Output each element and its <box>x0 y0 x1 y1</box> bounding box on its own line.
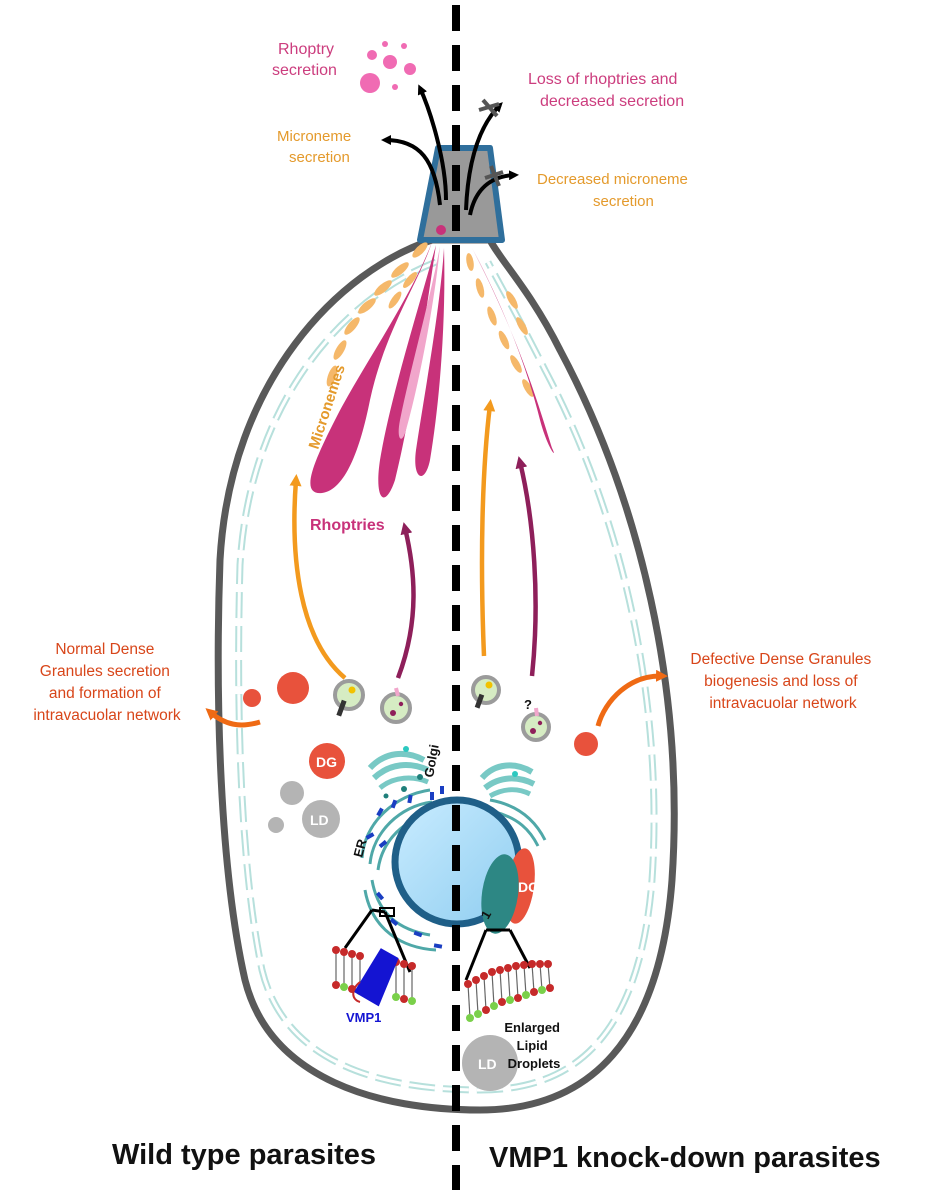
vmp1-membrane-left <box>332 907 416 1007</box>
micronemes-right <box>466 253 534 397</box>
rhoptry-secretion-label: Rhoptry secretion <box>272 41 338 79</box>
er-label: ER <box>350 837 369 859</box>
transport-arrows <box>289 399 538 680</box>
defective-dg-label: Defective Dense Granules biogenesis and … <box>690 651 875 712</box>
vmp1-label: VMP1 <box>346 1010 381 1025</box>
rhoptry-secretion-bubbles <box>360 41 416 93</box>
vesicles-left <box>333 679 412 724</box>
secretion-arrows-left <box>381 84 448 206</box>
normal-dg-label: Normal Dense Granules secretion and form… <box>33 641 181 724</box>
dg-defect-arrow-right <box>595 669 668 727</box>
enlarged-lipid-droplet <box>462 1035 518 1091</box>
microneme-secretion-label: Microneme secretion <box>277 128 355 166</box>
caption-wild-type: Wild type parasites <box>112 1139 376 1171</box>
ld-label-right: LD <box>478 1056 497 1072</box>
vesicles-right <box>471 675 551 742</box>
rhoptries-left <box>310 242 445 498</box>
er-ribosomes <box>365 786 444 949</box>
loss-rhoptries-label: Loss of rhoptries and decreased secretio… <box>528 71 684 110</box>
lipid-droplets-left <box>268 781 340 838</box>
decreased-microneme-label: Decreased microneme secretion <box>537 171 692 210</box>
dense-granules-right <box>574 732 598 756</box>
rhoptries-right <box>472 248 554 453</box>
dg-label-right: DG <box>518 879 539 895</box>
er-vesicles <box>383 774 423 799</box>
golgi-label: Golgi <box>421 743 442 778</box>
dense-granules-left <box>243 672 345 779</box>
micronemes-left <box>326 242 428 387</box>
golgi-right <box>479 762 536 799</box>
membrane-right <box>464 928 554 1022</box>
block-marks <box>478 98 504 187</box>
apical-complex <box>417 145 505 243</box>
dg-aggregate-right <box>481 848 535 934</box>
enlarged-ld-label: Enlarged Lipid Droplets <box>504 1020 563 1071</box>
dg-label-left: DG <box>316 754 337 770</box>
ld-label-left: LD <box>310 812 329 828</box>
golgi-left <box>367 746 430 790</box>
question-mark: ? <box>524 697 532 712</box>
dg-secretion-arrow-left <box>205 708 261 728</box>
caption-vmp1-knockdown: VMP1 knock-down parasites <box>489 1142 881 1174</box>
rhoptries-label: Rhoptries <box>310 517 385 534</box>
